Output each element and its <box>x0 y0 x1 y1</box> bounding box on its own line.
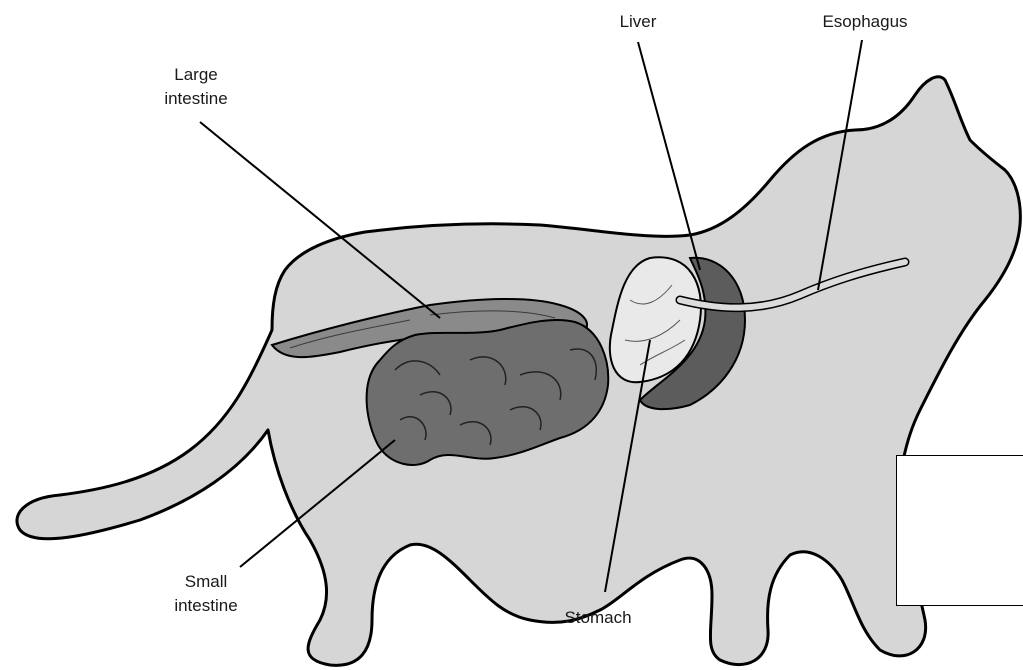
large-intestine-label-line2: intestine <box>164 89 227 108</box>
large-intestine-label-line1: Large <box>174 65 217 84</box>
liver-label: Liver <box>620 12 657 31</box>
esophagus-label: Esophagus <box>822 12 907 31</box>
small-intestine-label-line1: Small <box>185 572 228 591</box>
small-intestine-label-line2: intestine <box>174 596 237 615</box>
stomach-label: Stomach <box>564 608 631 627</box>
blank-answer-box <box>896 455 1023 606</box>
